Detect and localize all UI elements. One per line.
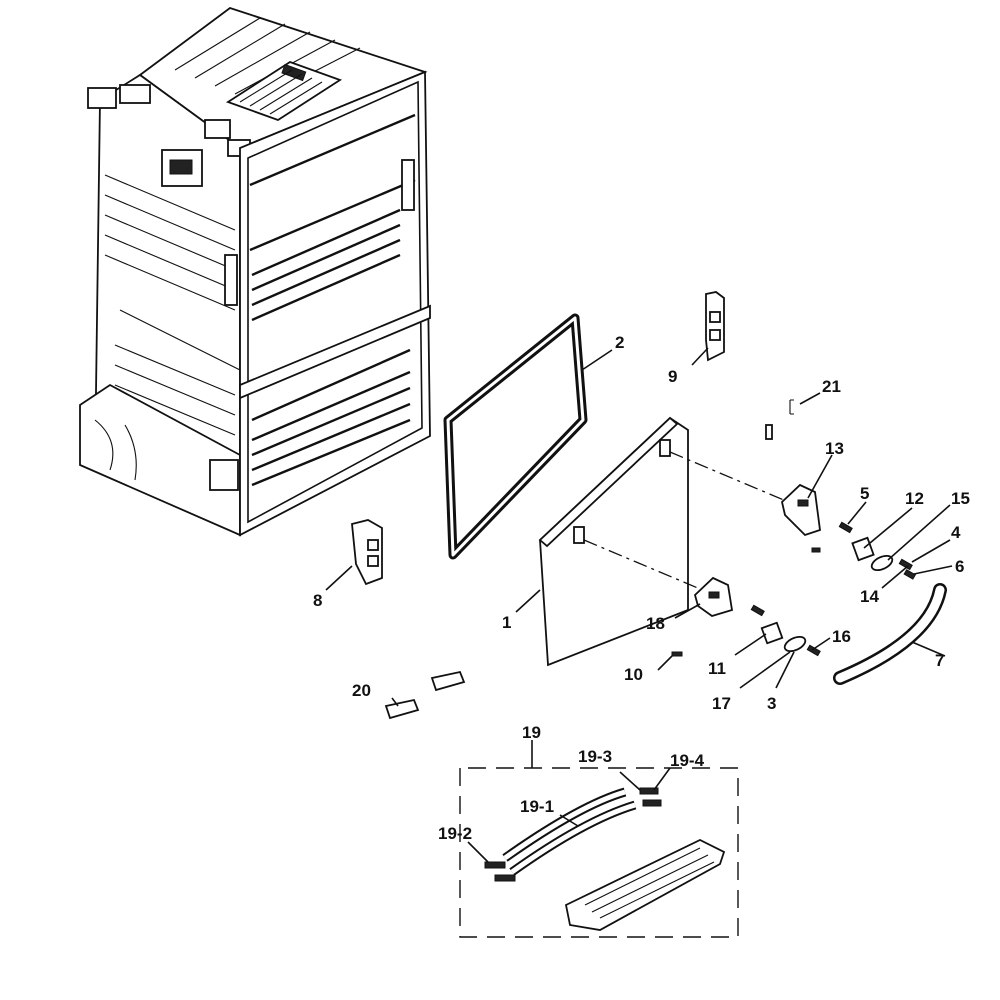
alignment-line-lower [583, 539, 713, 595]
callout-19-3: 19-3 [578, 747, 613, 766]
callout-6: 6 [955, 557, 965, 576]
pin-part [765, 424, 773, 440]
screw-5 [838, 521, 853, 534]
callout-17: 17 [712, 694, 731, 713]
callout-19: 19 [522, 723, 541, 742]
washer-15 [870, 554, 894, 572]
clip-part-21 [789, 399, 794, 415]
callout-9: 9 [668, 367, 678, 386]
door-handle [833, 583, 947, 685]
callout-21: 21 [822, 377, 841, 396]
bracket-11 [760, 621, 784, 645]
washer-17 [783, 635, 807, 653]
screw-lower [750, 604, 765, 617]
callout-4: 4 [951, 523, 961, 542]
callout-7: 7 [935, 651, 945, 670]
hinge-bracket-left [351, 519, 383, 586]
callout-10: 10 [624, 665, 643, 684]
callout-13: 13 [825, 439, 844, 458]
spring-4 [898, 558, 913, 571]
pin-14 [811, 547, 821, 553]
refrigerator-cabinet [79, 6, 431, 537]
callout-20: 20 [352, 681, 371, 700]
callout-11: 11 [708, 659, 726, 678]
callout-2: 2 [615, 333, 625, 352]
pin-10 [671, 651, 683, 657]
callout-19-4: 19-4 [670, 751, 705, 770]
hinge-block-18 [693, 576, 734, 617]
hinge-block-13 [781, 483, 821, 537]
callout-15: 15 [951, 489, 970, 508]
bracket-12 [851, 536, 875, 562]
callout-8: 8 [313, 591, 323, 610]
freezer-door [538, 416, 689, 667]
callout-5: 5 [860, 484, 870, 503]
callout-14: 14 [860, 587, 879, 606]
callout-3: 3 [767, 694, 777, 713]
callout-19-2: 19-2 [438, 824, 473, 843]
kit-19 [459, 767, 739, 938]
hinge-bracket-right [705, 291, 725, 362]
plate-20b [430, 670, 466, 692]
alignment-line-upper [669, 451, 799, 507]
door-gasket [443, 313, 588, 560]
spring-16 [806, 644, 821, 657]
callout-12: 12 [905, 489, 924, 508]
plate-20a [384, 698, 420, 720]
callout-16: 16 [832, 627, 851, 646]
screw-6 [903, 569, 917, 580]
leader-lines [325, 347, 953, 863]
callout-19-1: 19-1 [520, 797, 555, 816]
callout-1: 1 [502, 613, 512, 632]
callout-18: 18 [646, 614, 665, 633]
